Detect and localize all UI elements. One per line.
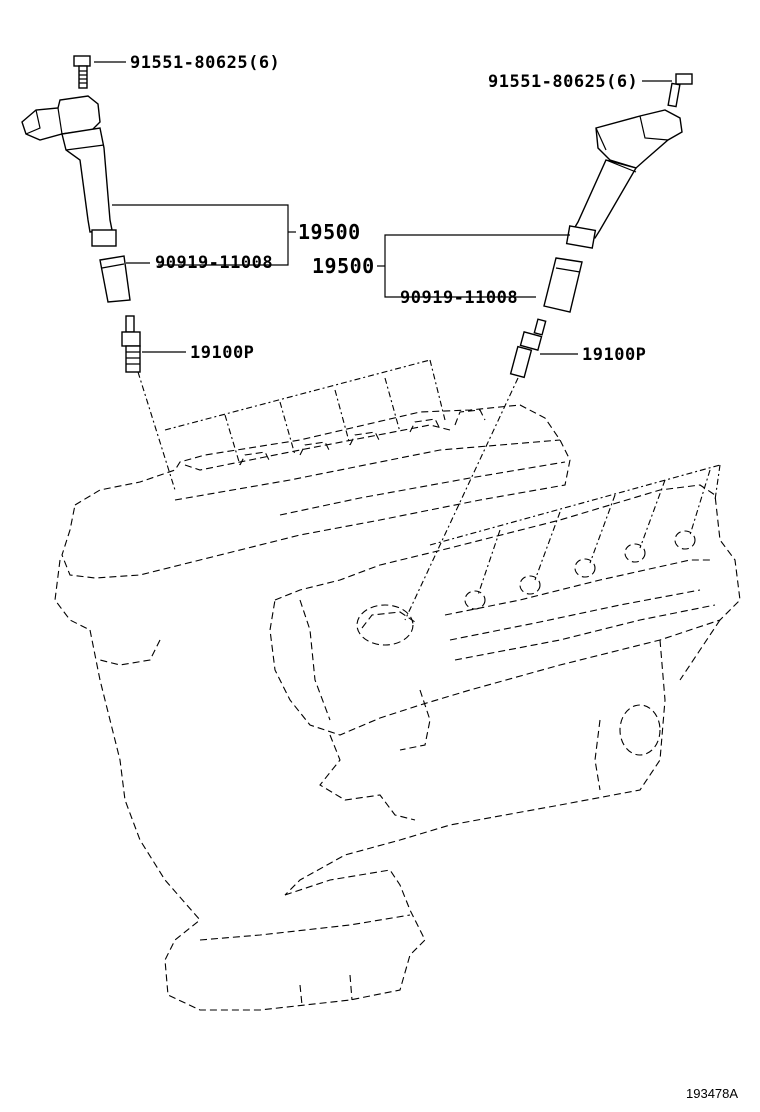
label-coil-left: 19500 [298, 220, 361, 244]
bolt-right [667, 73, 693, 108]
reference-number: 193478A [686, 1086, 738, 1101]
engine-block [54, 404, 741, 1011]
bolt-left [73, 55, 91, 89]
label-bolt-left: 91551-80625(6) [130, 53, 280, 73]
spark-plug-right [509, 318, 547, 379]
label-boot-left: 90919-11008 [155, 253, 273, 273]
label-plug-right: 19100P [582, 345, 646, 365]
boot-right [543, 257, 583, 313]
label-boot-right: 90919-11008 [400, 288, 518, 308]
locator-lines-left [137, 359, 446, 491]
boot-left [99, 255, 131, 303]
label-coil-right: 19500 [312, 254, 375, 278]
ignition-coil-right [565, 109, 683, 249]
ignition-coil-left [21, 95, 117, 247]
spark-plug-left [121, 315, 141, 373]
locator-lines-right [404, 377, 721, 621]
label-plug-left: 19100P [190, 343, 254, 363]
label-bolt-right: 91551-80625(6) [488, 72, 638, 92]
leader-coil-left [112, 204, 289, 266]
